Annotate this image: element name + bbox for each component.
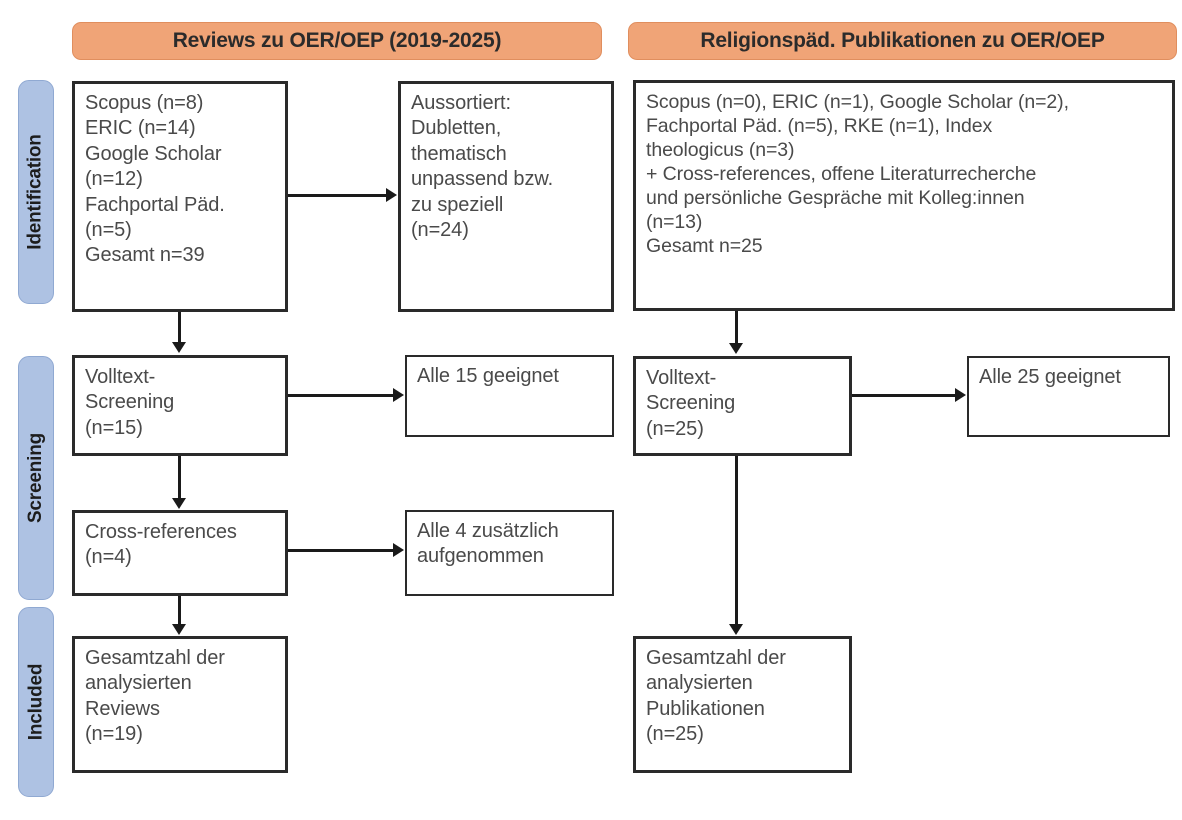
column-header-religionspaed: Religionspäd. Publikationen zu OER/OEP: [628, 22, 1177, 60]
box-right-fulltext-result: Alle 25 geeignet: [967, 356, 1170, 437]
connector-left-sources-to-excluded: [288, 194, 387, 197]
box-left-included-total: Gesamtzahl der analysierten Reviews (n=1…: [72, 636, 288, 773]
stage-label-included-text: Included: [25, 663, 47, 741]
arrowhead-right-fulltext-to-included: [729, 624, 743, 635]
connector-left-crossrefs-to-included: [178, 596, 181, 625]
arrowhead-right-fulltext-to-result: [955, 388, 966, 402]
arrowhead-right-sources-to-fulltext: [729, 343, 743, 354]
connector-right-fulltext-to-included: [735, 456, 738, 625]
stage-label-identification-text: Identification: [25, 134, 47, 250]
connector-left-sources-to-fulltext: [178, 312, 181, 343]
box-left-crossrefs: Cross-references (n=4): [72, 510, 288, 596]
connector-right-sources-to-fulltext: [735, 311, 738, 344]
box-left-excluded: Aussortiert: Dubletten, thematisch unpas…: [398, 81, 614, 312]
connector-left-fulltext-to-crossrefs: [178, 456, 181, 499]
stage-label-identification: Identification: [18, 80, 54, 304]
arrowhead-left-fulltext-to-result: [393, 388, 404, 402]
box-right-fulltext-screening: Volltext- Screening (n=25): [633, 356, 852, 456]
box-left-fulltext-screening: Volltext- Screening (n=15): [72, 355, 288, 456]
stage-label-screening: Screening: [18, 356, 54, 600]
connector-left-crossrefs-to-result: [288, 549, 394, 552]
arrowhead-left-crossrefs-to-included: [172, 624, 186, 635]
box-left-fulltext-result: Alle 15 geeignet: [405, 355, 614, 437]
connector-left-fulltext-to-result: [288, 394, 394, 397]
box-left-crossrefs-result: Alle 4 zusätzlich aufgenommen: [405, 510, 614, 596]
column-header-reviews: Reviews zu OER/OEP (2019-2025): [72, 22, 602, 60]
stage-label-screening-text: Screening: [25, 432, 47, 524]
connector-right-fulltext-to-result: [852, 394, 956, 397]
arrowhead-left-sources-to-fulltext: [172, 342, 186, 353]
arrowhead-left-sources-to-excluded: [386, 188, 397, 202]
box-left-sources: Scopus (n=8) ERIC (n=14) Google Scholar …: [72, 81, 288, 312]
arrowhead-left-crossrefs-to-result: [393, 543, 404, 557]
box-right-included-total: Gesamtzahl der analysierten Publikatione…: [633, 636, 852, 773]
stage-label-included: Included: [18, 607, 54, 797]
box-right-sources: Scopus (n=0), ERIC (n=1), Google Scholar…: [633, 80, 1175, 311]
arrowhead-left-fulltext-to-crossrefs: [172, 498, 186, 509]
